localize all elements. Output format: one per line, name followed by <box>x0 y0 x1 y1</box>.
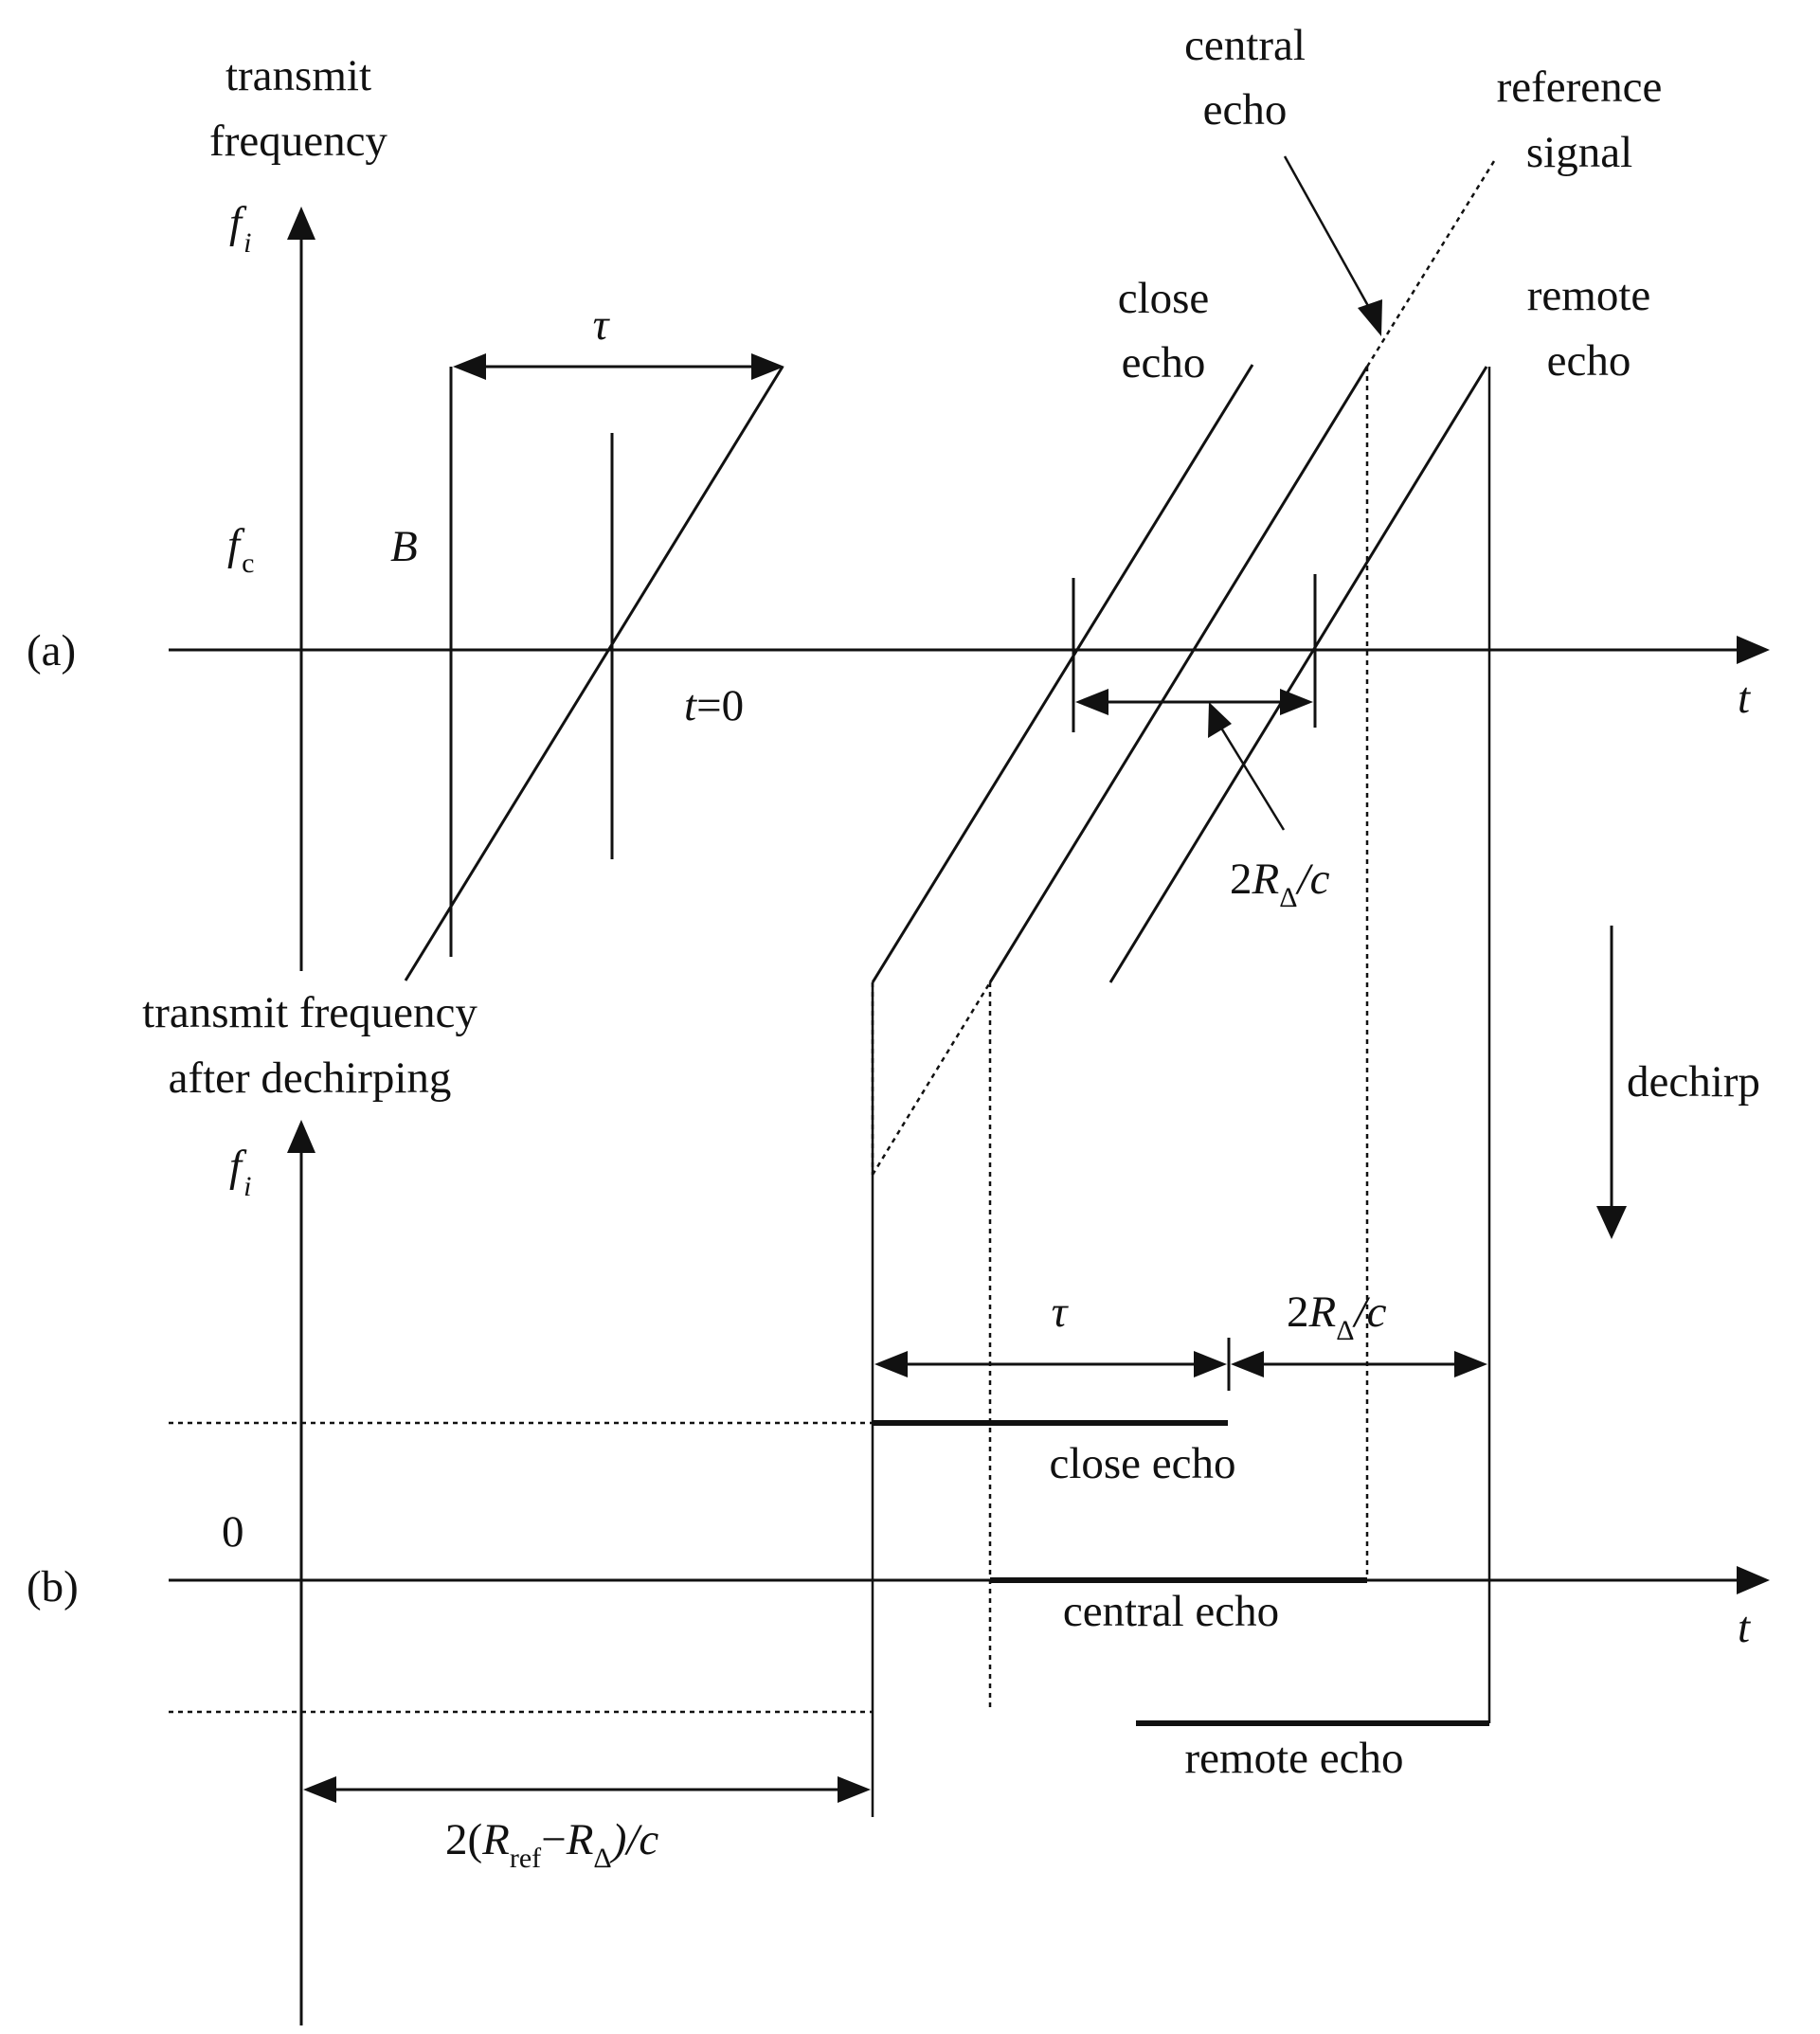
panel-b-x-axis-arrowhead <box>1737 1566 1770 1594</box>
panel-a-y-axis-arrowhead <box>287 207 315 240</box>
central-echo-bar-label: central echo <box>1063 1587 1279 1636</box>
reference-signal-label-line2: signal <box>1526 128 1632 177</box>
span-arrowhead-left <box>303 1776 336 1803</box>
remote-echo-bar-label: remote echo <box>1185 1734 1404 1783</box>
central-echo-label-line2: echo <box>1203 85 1288 135</box>
bandwidth-label: B <box>390 522 418 571</box>
panel-a-y-axis-symbol: fi <box>229 198 251 259</box>
reference-signal-line <box>1365 160 1496 368</box>
tau-arrowhead-right <box>751 353 784 380</box>
reference-start-guide <box>871 981 992 1176</box>
transition-guides <box>871 367 1491 1817</box>
delta-label-pointer <box>1217 724 1286 831</box>
central-echo-pointer-arrowhead <box>1358 299 1382 336</box>
delta-label-b: 2RΔ/c <box>1287 1287 1387 1346</box>
close-echo-label-line2: echo <box>1122 338 1206 387</box>
delta-arrowhead-right <box>1280 689 1313 715</box>
panel-b-y-axis-title-line2: after dechirping <box>169 1053 452 1103</box>
panel-a-y-axis-title-line1: transmit <box>225 51 371 100</box>
close-echo-label-line1: close <box>1118 274 1210 323</box>
central-echo-pointer <box>1283 155 1374 314</box>
delta-b-arrowhead-right <box>1454 1351 1487 1377</box>
tau-label-b: τ <box>1052 1287 1070 1337</box>
panel-b-y-axis-title-line1: transmit frequency <box>142 988 478 1037</box>
tau-arrowhead-left <box>453 353 486 380</box>
tau-label: τ <box>593 300 611 350</box>
remote-echo-line <box>1108 366 1488 983</box>
delta-arrowhead-left <box>1075 689 1108 715</box>
remote-echo-label-line1: remote <box>1527 271 1651 320</box>
span-label: 2(Rref−RΔ)/c <box>445 1815 658 1874</box>
dechirp-arrowhead <box>1596 1206 1627 1239</box>
panel-b: (b) transmit frequency after dechirping … <box>27 988 1770 2025</box>
delta-b-arrowhead-left <box>1231 1351 1264 1377</box>
zero-frequency-label: 0 <box>222 1507 244 1557</box>
carrier-frequency-label: fc <box>227 520 254 579</box>
delta-label-pointer-arrowhead <box>1208 702 1232 738</box>
panel-b-y-axis-symbol: fi <box>229 1142 251 1202</box>
close-echo-line <box>871 364 1254 983</box>
t-zero-label: t=0 <box>684 681 744 730</box>
remote-echo-label-line2: echo <box>1547 336 1631 386</box>
span-arrowhead-right <box>838 1776 871 1803</box>
close-echo-bar-label: close echo <box>1049 1439 1235 1488</box>
central-echo-line <box>988 366 1369 983</box>
panel-a-x-axis-arrowhead <box>1737 636 1770 664</box>
panel-a-label: (a) <box>27 626 76 675</box>
reference-signal-label-line1: reference <box>1497 63 1663 112</box>
dechirp-indicator: dechirp <box>1596 926 1760 1239</box>
tau-b-arrowhead-left <box>874 1351 908 1377</box>
panel-a-y-axis-title-line2: frequency <box>209 117 387 166</box>
delta-label: 2RΔ/c <box>1230 855 1330 913</box>
panel-a: (a) transmit frequency fi fc B τ t=0 t c… <box>27 21 1770 983</box>
dechirp-label: dechirp <box>1627 1057 1760 1107</box>
central-echo-label-line1: central <box>1184 21 1306 70</box>
panel-b-label: (b) <box>27 1562 79 1611</box>
transmit-chirp-line <box>404 366 784 981</box>
tau-b-arrowhead-right <box>1194 1351 1227 1377</box>
panel-a-x-axis-symbol: t <box>1738 674 1751 723</box>
panel-b-y-axis-arrowhead <box>287 1120 315 1153</box>
panel-b-x-axis-symbol: t <box>1738 1603 1751 1652</box>
